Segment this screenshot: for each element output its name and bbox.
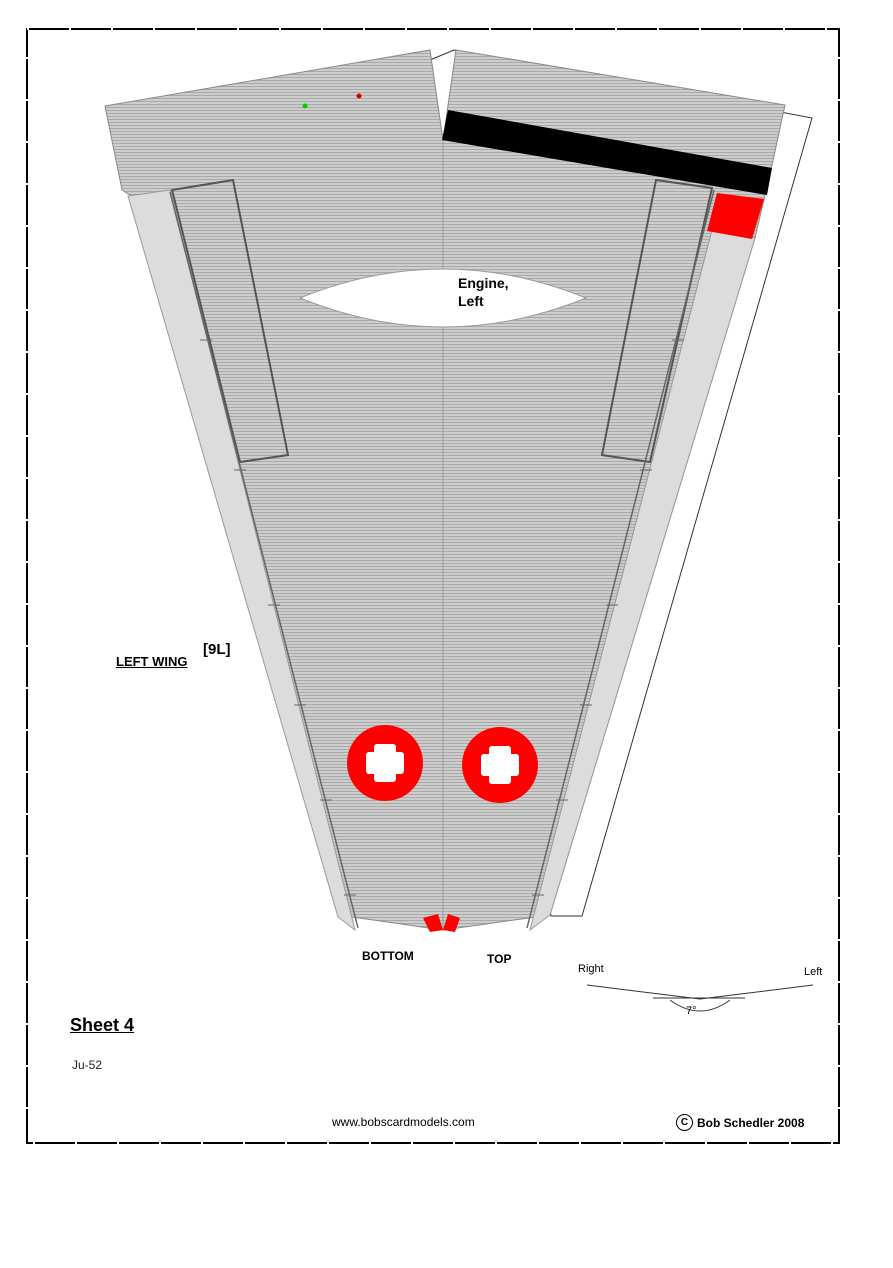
engine-label-line1: Engine, <box>458 275 509 291</box>
green-position-dot <box>302 103 308 109</box>
dihedral-diagram <box>586 984 814 1012</box>
website-url: www.bobscardmodels.com <box>332 1115 475 1129</box>
red-root-marking-bottom <box>423 914 443 932</box>
black-stripe <box>442 110 772 195</box>
red-tip-marking <box>707 193 764 239</box>
red-root-marking-top <box>443 914 460 932</box>
copyright-text: Bob Schedler 2008 <box>697 1115 805 1130</box>
bottom-glue-tab <box>127 189 356 932</box>
dihedral-left-label: Left <box>804 966 823 978</box>
top-score-line <box>526 189 715 929</box>
red-position-dot <box>356 93 362 99</box>
top-aileron <box>600 178 714 464</box>
score-ticks <box>200 339 684 896</box>
copyright-icon: C <box>676 1114 693 1131</box>
top-label: TOP <box>487 952 512 966</box>
swiss-cross-roundel-icon <box>462 727 538 803</box>
sheet-number-label: Sheet 4 <box>70 1015 135 1035</box>
copyright-notice: C Bob Schedler 2008 <box>676 1114 804 1131</box>
swiss-cross-roundel-icon <box>347 725 423 801</box>
dihedral-angle-label: 7° <box>686 1005 697 1017</box>
engine-label-line2: Left <box>458 293 484 309</box>
model-name-label: Ju-52 <box>72 1058 103 1072</box>
left-wing-label: LEFT WING <box>116 654 188 669</box>
engine-label: Engine, Left <box>458 274 509 310</box>
bottom-aileron <box>170 178 290 464</box>
bottom-score-line <box>169 191 359 929</box>
bottom-label: BOTTOM <box>362 949 414 963</box>
engine-cutout <box>298 268 588 328</box>
dihedral-right-label: Right <box>578 963 604 975</box>
part-code-label: [9L] <box>203 641 231 658</box>
